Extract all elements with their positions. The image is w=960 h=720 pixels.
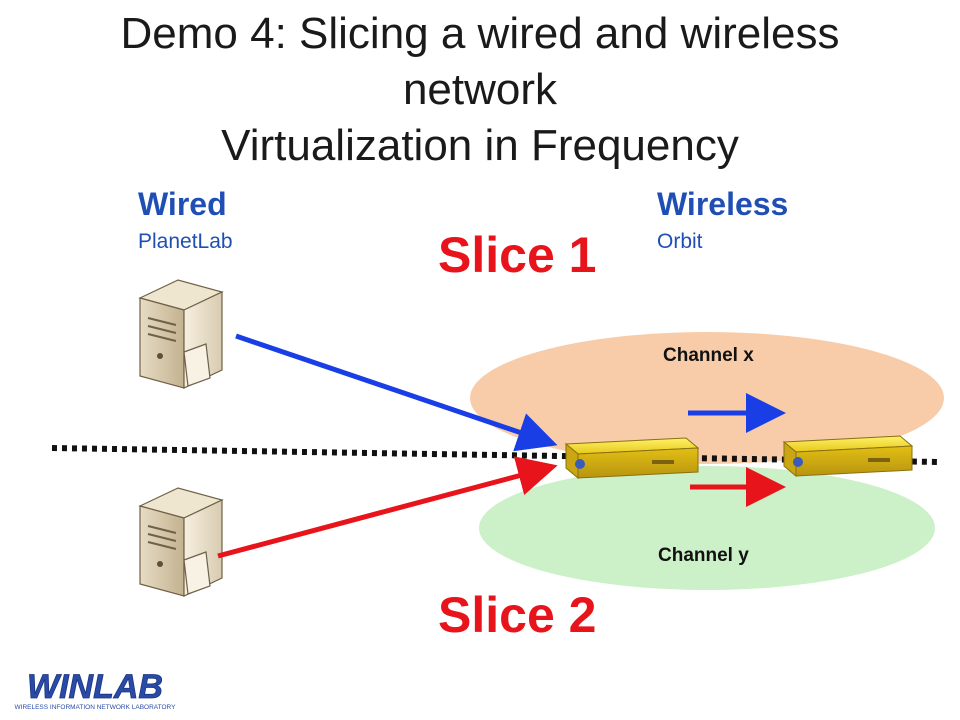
slice-2-wired-arrow [217,456,558,559]
slice-2-label: Slice 2 [438,587,597,643]
wired-subheading: PlanetLab [138,230,233,253]
title-line-1: Demo 4: Slicing a wired and wireless [120,9,840,58]
wired-heading: Wired [138,186,227,222]
winlab-logo-wordmark: WINLAB [27,668,163,706]
channel-y-label: Channel y [658,545,749,566]
channel-x-label: Channel x [663,345,754,366]
slide-title: Demo 4: Slicing a wired and wireless net… [0,6,960,174]
server-icon-slice-2 [138,487,224,597]
winlab-logo-tagline: WIRELESS INFORMATION NETWORK LABORATORY [15,704,177,711]
router-icon-left [564,437,700,480]
title-line-2: network [402,65,558,114]
wireless-heading: Wireless [657,186,789,222]
slice-1-label: Slice 1 [438,227,597,283]
wireless-subheading: Orbit [657,230,703,253]
channel-y-region [479,466,935,590]
winlab-logo: WINLAB WIRELESS INFORMATION NETWORK LABO… [15,668,177,711]
title-line-3: Virtualization in Frequency [221,121,739,170]
slice-1-wired-arrow [235,333,558,452]
server-icon-slice-1 [138,279,224,389]
router-icon-right [782,435,914,478]
channel-x-region [470,332,944,464]
